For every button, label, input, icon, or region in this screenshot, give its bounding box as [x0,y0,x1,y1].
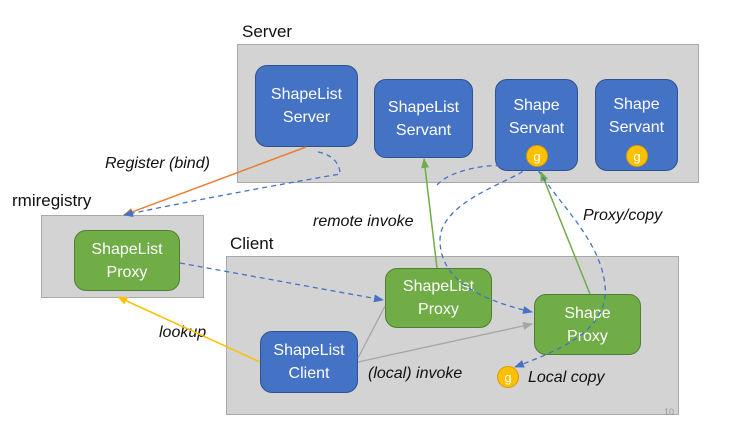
client-title: Client [230,234,274,253]
client-shapelist-proxy-node: ShapeList Proxy [385,268,492,328]
lookup-label: lookup [159,324,207,341]
proxy-transfer-dashed-arrow [179,262,384,303]
page-number: 10 [664,407,675,417]
shapelist-client-node: ShapeList Client [260,331,358,393]
server-title: Server [242,22,293,41]
servant-to-shape-proxy-dashed-arrow [436,164,533,314]
proxy-copy-label: Proxy/copy [583,207,663,224]
registry-shapelist-proxy-node: ShapeList Proxy [74,230,180,291]
g-local-copy-icon: g [497,366,519,388]
local-copy-label: Local copy [528,369,605,386]
remote-invoke-label: remote invoke [313,213,414,230]
local-invoke-label: (local) invoke [368,365,463,382]
proxy-copy-arrow [540,171,591,295]
shapelist-server-node: ShapeList Server [255,65,358,147]
local-copy-dashed-arrow [514,169,606,368]
lookup-arrow [117,296,261,363]
register-bind-label: Register (bind) [105,155,210,172]
client-shape-proxy-node: Shape Proxy [534,294,641,355]
register-dashed-arrow [123,151,341,218]
g-object-icon: g [626,145,648,167]
shapelist-servant-node: ShapeList Servant [374,79,473,158]
register-arrow [123,146,307,216]
local-invoke-line-2 [357,322,533,363]
shape-servant-node-1: Shape Servant [495,79,578,171]
g-object-icon: g [526,145,548,167]
remote-invoke-arrow [421,158,438,269]
local-invoke-line-1 [357,305,386,359]
rmiregistry-title: rmiregistry [12,191,92,210]
